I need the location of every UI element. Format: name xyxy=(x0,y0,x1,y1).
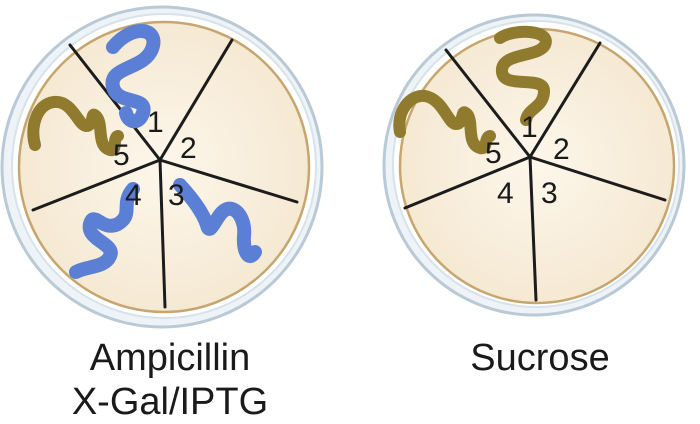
brown-colony-sector-1 xyxy=(494,25,552,126)
sector-dividers xyxy=(31,38,299,309)
brown-colony-sector-5 xyxy=(393,89,496,155)
blue-colony-sector-3 xyxy=(173,178,262,263)
sector-number-2: 2 xyxy=(180,132,197,165)
blue-colony-sector-4 xyxy=(69,182,140,279)
divider-line xyxy=(528,155,667,202)
sector-number-3: 3 xyxy=(541,177,558,210)
agar-surface xyxy=(398,27,676,305)
divider-line xyxy=(444,48,532,159)
sector-dividers xyxy=(403,41,667,302)
blue-colony-sector-1 xyxy=(105,24,161,129)
sector-number-5: 5 xyxy=(485,137,502,170)
divider-line xyxy=(68,43,162,162)
sector-number-5: 5 xyxy=(113,139,130,172)
plate-ampicillin: 1 2 3 4 5 xyxy=(0,5,324,329)
sector-number-1: 1 xyxy=(521,111,538,144)
plate-caption-sucrose: Sucrose xyxy=(410,336,670,380)
caption-line: Sucrose xyxy=(470,337,610,379)
divider-line xyxy=(158,158,167,309)
sector-number-3: 3 xyxy=(168,179,185,212)
sector-number-4: 4 xyxy=(497,177,514,210)
divider-line xyxy=(403,155,532,210)
plate-caption-ampicillin: Ampicillin X-Gal/IPTG xyxy=(40,336,300,424)
divider-line xyxy=(158,38,234,162)
sector-number-1: 1 xyxy=(147,106,164,139)
divider-line xyxy=(31,158,162,212)
sector-number-2: 2 xyxy=(553,133,570,166)
caption-line: X-Gal/IPTG xyxy=(71,381,269,423)
divider-line xyxy=(528,155,538,302)
caption-line: Ampicillin xyxy=(89,337,251,379)
divider-line xyxy=(158,158,299,204)
plate-sucrose: 1 2 3 4 5 xyxy=(382,13,686,317)
brown-colony-sector-5 xyxy=(27,96,124,157)
divider-line xyxy=(528,41,602,159)
sector-number-4: 4 xyxy=(125,179,142,212)
